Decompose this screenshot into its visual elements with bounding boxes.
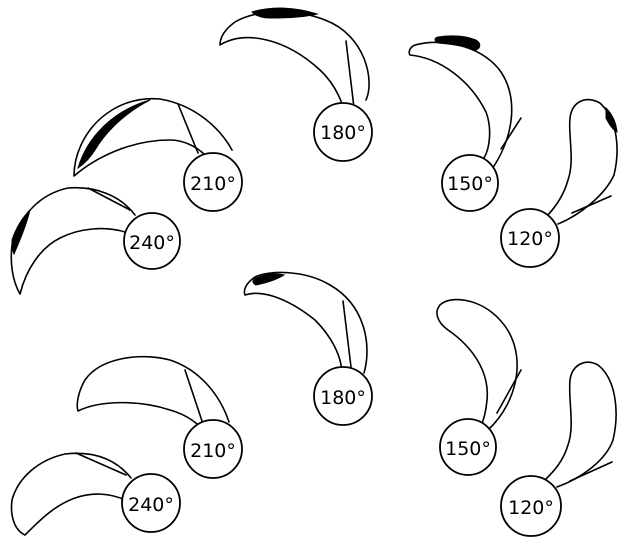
angle-label-top-120: 120° <box>507 228 553 250</box>
blade-bottom-180: 180° <box>243 271 373 426</box>
angle-label-bottom-120: 120° <box>508 497 554 519</box>
angle-label-bottom-180: 180° <box>320 387 366 409</box>
angle-label-top-150: 150° <box>447 173 493 195</box>
blade-top-240: 240° <box>10 186 181 295</box>
blade-top-180: 180° <box>219 7 373 162</box>
blade-bottom-150: 150° <box>436 298 522 476</box>
blade-top-150: 150° <box>408 35 522 212</box>
angle-label-top-180: 180° <box>320 122 366 144</box>
angle-label-bottom-210: 210° <box>190 440 236 462</box>
blade-top-210: 210° <box>73 97 243 212</box>
angle-label-bottom-150: 150° <box>445 438 491 460</box>
blade-bottom-210: 210° <box>76 355 243 479</box>
angle-label-bottom-240: 240° <box>128 494 174 516</box>
blade-top-120: 120° <box>500 98 618 268</box>
blade-bottom-240: 240° <box>10 452 181 536</box>
angle-label-top-210: 210° <box>190 173 236 195</box>
angle-label-top-240: 240° <box>129 232 175 254</box>
blade-bottom-120: 120° <box>500 361 617 537</box>
